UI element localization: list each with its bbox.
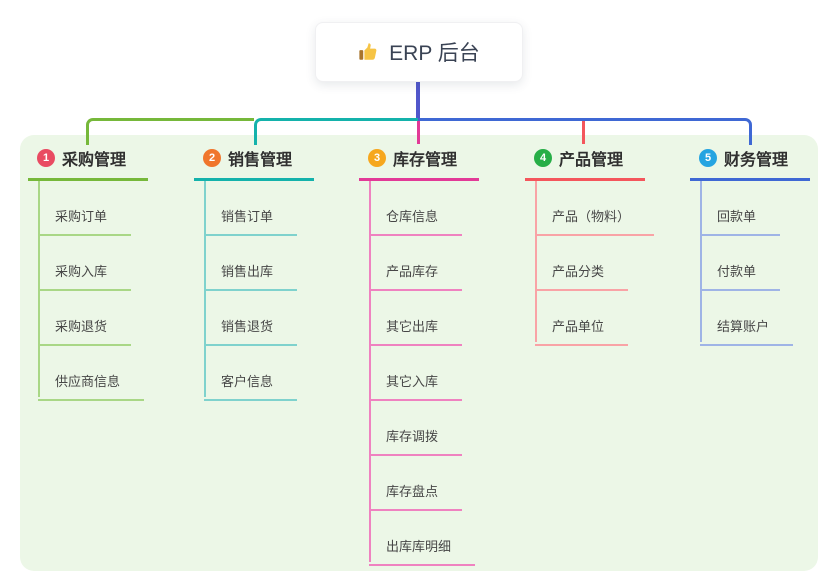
child-item[interactable]: 其它入库	[369, 346, 463, 401]
branch-3: 3 库存管理 仓库信息产品库存其它出库其它入库库存调拨库存盘点出库库明细	[359, 146, 509, 566]
branch-number-badge: 5	[699, 149, 717, 167]
thumbs-up-icon	[359, 43, 377, 60]
child-item-label: 采购订单	[55, 209, 108, 224]
child-item-label: 其它入库	[386, 374, 439, 389]
child-item-label: 产品分类	[552, 264, 605, 279]
branch-trunk-line	[369, 181, 371, 562]
child-item[interactable]: 结算账户	[700, 291, 794, 346]
branch-header[interactable]: 3 库存管理	[359, 146, 479, 181]
child-item-label: 产品单位	[552, 319, 605, 334]
branch-trunk-line	[700, 181, 702, 342]
connector-branch-2	[254, 118, 418, 145]
branch-children: 回款单付款单结算账户	[700, 181, 839, 346]
child-item-label: 销售出库	[221, 264, 274, 279]
branches-container	[20, 135, 818, 571]
branch-4: 4 产品管理 产品（物料） 产品分类产品单位	[525, 146, 675, 346]
branch-5: 5 财务管理 回款单付款单结算账户	[690, 146, 839, 346]
child-item-label: 回款单	[717, 209, 757, 224]
branch-trunk-line	[38, 181, 40, 397]
child-item[interactable]: 库存盘点	[369, 456, 463, 511]
connector-branch-3	[417, 121, 420, 144]
child-item-label: 产品（物料）	[552, 209, 631, 224]
child-item-label: 库存调拨	[386, 429, 439, 444]
child-item[interactable]: 产品（物料）	[535, 181, 655, 236]
child-item-label: 其它出库	[386, 319, 439, 334]
child-item[interactable]: 出库库明细	[369, 511, 476, 566]
branch-trunk-line	[535, 181, 537, 342]
child-item[interactable]: 销售订单	[204, 181, 298, 236]
child-item[interactable]: 其它出库	[369, 291, 463, 346]
child-item[interactable]: 销售出库	[204, 236, 298, 291]
child-item[interactable]: 采购退货	[38, 291, 132, 346]
branch-1: 1 采购管理 采购订单采购入库采购退货供应商信息	[28, 146, 178, 401]
child-item-label: 采购入库	[55, 264, 108, 279]
branch-label: 产品管理	[559, 152, 624, 169]
child-item-label: 客户信息	[221, 374, 274, 389]
child-item-label: 供应商信息	[55, 374, 121, 389]
child-item-label: 销售订单	[221, 209, 274, 224]
branch-label: 库存管理	[393, 152, 458, 169]
branch-2: 2 销售管理 销售订单销售出库销售退货客户信息	[194, 146, 344, 401]
branch-header[interactable]: 2 销售管理	[194, 146, 314, 181]
connector-branch-1	[86, 118, 254, 145]
child-item[interactable]: 产品库存	[369, 236, 463, 291]
child-item-label: 付款单	[717, 264, 757, 279]
branch-children: 采购订单采购入库采购退货供应商信息	[38, 181, 178, 401]
child-item-label: 产品库存	[386, 264, 439, 279]
connector-branch-4	[582, 121, 585, 144]
child-item[interactable]: 产品分类	[535, 236, 629, 291]
branch-number-badge: 4	[534, 149, 552, 167]
child-item-label: 结算账户	[717, 319, 770, 334]
child-item[interactable]: 付款单	[700, 236, 781, 291]
branch-children: 销售订单销售出库销售退货客户信息	[204, 181, 344, 401]
child-item-label: 采购退货	[55, 319, 108, 334]
child-item-label: 销售退货	[221, 319, 274, 334]
child-item[interactable]: 销售退货	[204, 291, 298, 346]
child-item[interactable]: 采购入库	[38, 236, 132, 291]
child-item[interactable]: 采购订单	[38, 181, 132, 236]
branch-number-badge: 1	[37, 149, 55, 167]
child-item[interactable]: 供应商信息	[38, 346, 145, 401]
branch-header[interactable]: 1 采购管理	[28, 146, 148, 181]
root-node-label: ERP 后台	[389, 42, 480, 65]
branch-label: 销售管理	[228, 152, 293, 169]
child-item-label: 库存盘点	[386, 484, 439, 499]
child-item-label: 出库库明细	[386, 539, 452, 554]
branch-label: 采购管理	[62, 152, 127, 169]
child-item[interactable]: 产品单位	[535, 291, 629, 346]
child-item[interactable]: 客户信息	[204, 346, 298, 401]
child-item[interactable]: 仓库信息	[369, 181, 463, 236]
branch-trunk-line	[204, 181, 206, 397]
branch-number-badge: 3	[368, 149, 386, 167]
branch-children: 产品（物料） 产品分类产品单位	[535, 181, 675, 346]
child-item[interactable]: 库存调拨	[369, 401, 463, 456]
root-connector-line	[416, 81, 420, 121]
branch-header[interactable]: 5 财务管理	[690, 146, 810, 181]
branch-label: 财务管理	[724, 152, 789, 169]
branch-header[interactable]: 4 产品管理	[525, 146, 645, 181]
branch-children: 仓库信息产品库存其它出库其它入库库存调拨库存盘点出库库明细	[369, 181, 509, 566]
connector-branch-5	[419, 118, 752, 145]
child-item-label: 仓库信息	[386, 209, 439, 224]
root-node[interactable]: ERP 后台	[315, 22, 523, 82]
child-item[interactable]: 回款单	[700, 181, 781, 236]
branch-number-badge: 2	[203, 149, 221, 167]
